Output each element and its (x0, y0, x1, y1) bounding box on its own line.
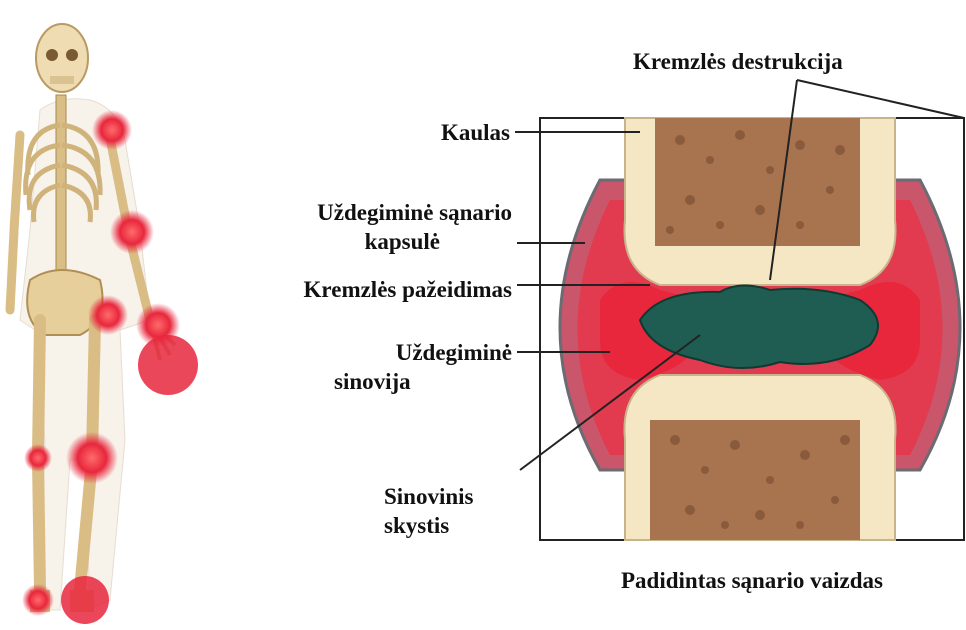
label-inflamed-capsule-line1: Uždegiminė sąnario (230, 200, 512, 226)
upper-marrow (655, 118, 860, 246)
label-inflamed-synovium-line1: Uždegiminė (300, 340, 512, 366)
label-inflamed-synovium-line2: sinovija (334, 369, 411, 395)
label-bone: Kaulas (380, 120, 510, 146)
lower-marrow (650, 420, 860, 540)
label-synovial-fluid-line1: Sinovinis (384, 484, 474, 510)
label-cartilage-damage: Kremzlės pažeidimas (200, 277, 512, 303)
label-cartilage-destruction: Kremzlės destrukcija (633, 49, 843, 75)
label-inflamed-capsule-line2: kapsulė (230, 229, 440, 255)
caption: Padidintas sąnario vaizdas (540, 568, 964, 594)
label-synovial-fluid-line2: skystis (384, 513, 449, 539)
